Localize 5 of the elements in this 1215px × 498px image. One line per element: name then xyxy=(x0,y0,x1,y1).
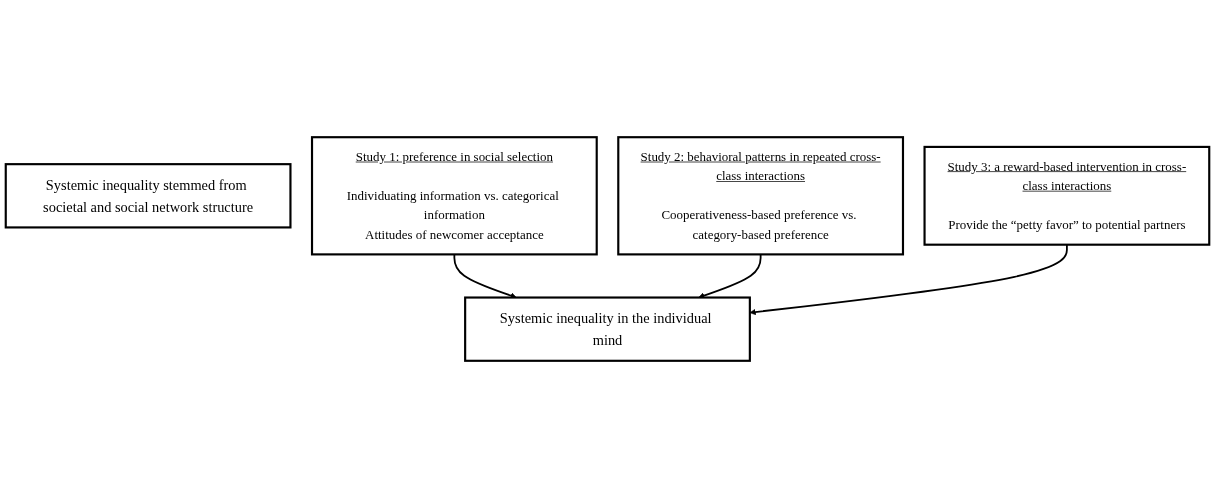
node-box: Study 3: a reward-based intervention in cross-class interactions Provide the “petty favor” to potential partners xyxy=(923,145,1211,246)
node-box: Study 2: behavioral patterns in repeated cross-class interactions Cooperativeness-based preference vs. category-based preference xyxy=(617,136,905,256)
node-box: Study 1: preference in social selection Individuating information vs. categorical information Attitudes of newcomer acceptance xyxy=(310,136,598,256)
node-box: Systemic inequality in the individual mind xyxy=(464,296,751,362)
node-box: Systemic inequality stemmed from societal and social network structure xyxy=(4,163,292,229)
